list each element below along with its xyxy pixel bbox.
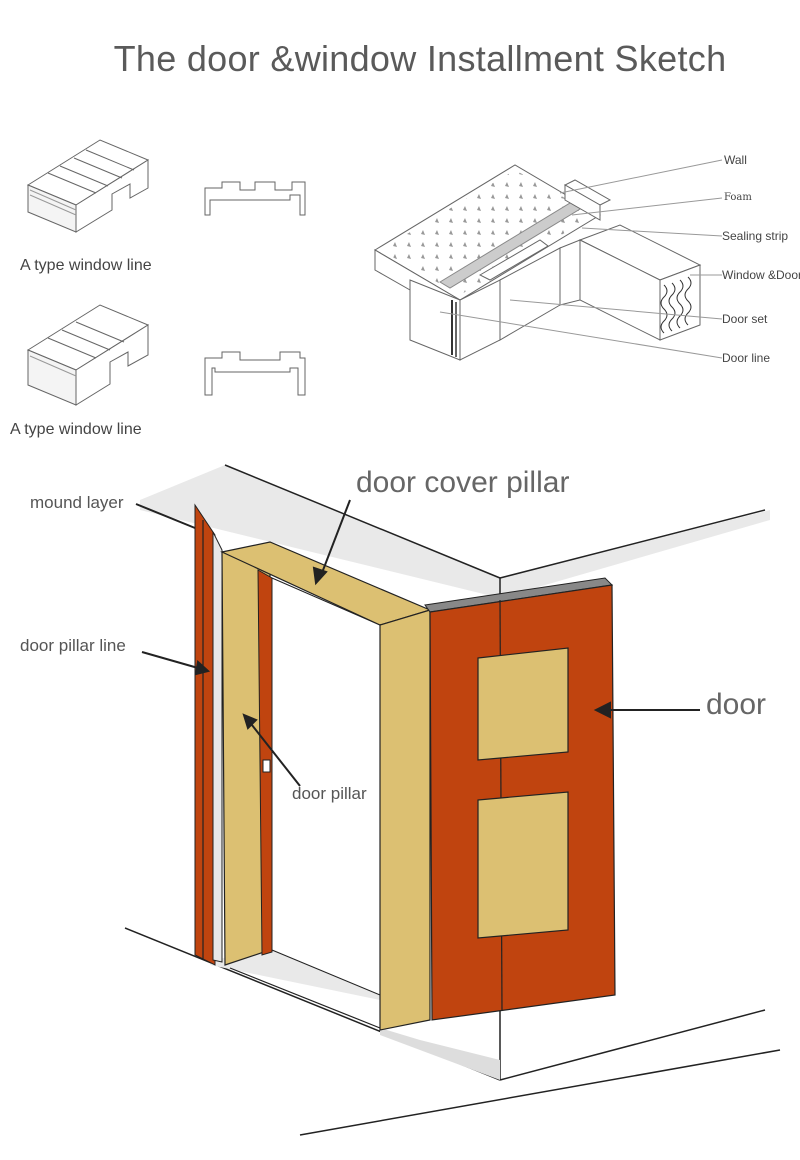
profile-section-1 — [204, 181, 306, 216]
label-wall: Wall — [724, 153, 747, 167]
label-door-pillar: door pillar — [292, 784, 367, 803]
label-door-set: Door set — [722, 312, 768, 326]
profile-3d-2 — [26, 304, 150, 406]
callout-arrows — [135, 499, 700, 787]
label-door-pillar-line: door pillar line — [20, 636, 126, 655]
label-window-door: Window &Door — [722, 268, 800, 282]
label-foam: Foam — [724, 192, 752, 203]
cross-section — [374, 159, 723, 361]
profile-label-1: A type window line — [20, 257, 152, 274]
page-title: The door &window Installment Sketch — [113, 38, 727, 79]
label-door-line: Door line — [722, 351, 771, 365]
label-sealing-strip: Sealing strip — [722, 229, 789, 243]
profile-3d-1 — [26, 139, 150, 233]
label-mound-layer: mound layer — [30, 493, 124, 512]
door-diagram — [124, 464, 781, 1136]
profile-section-2 — [204, 351, 306, 396]
profile-label-2: A type window line — [10, 421, 142, 438]
label-door: door — [706, 688, 767, 721]
label-door-cover-pillar: door cover pillar — [356, 466, 570, 499]
